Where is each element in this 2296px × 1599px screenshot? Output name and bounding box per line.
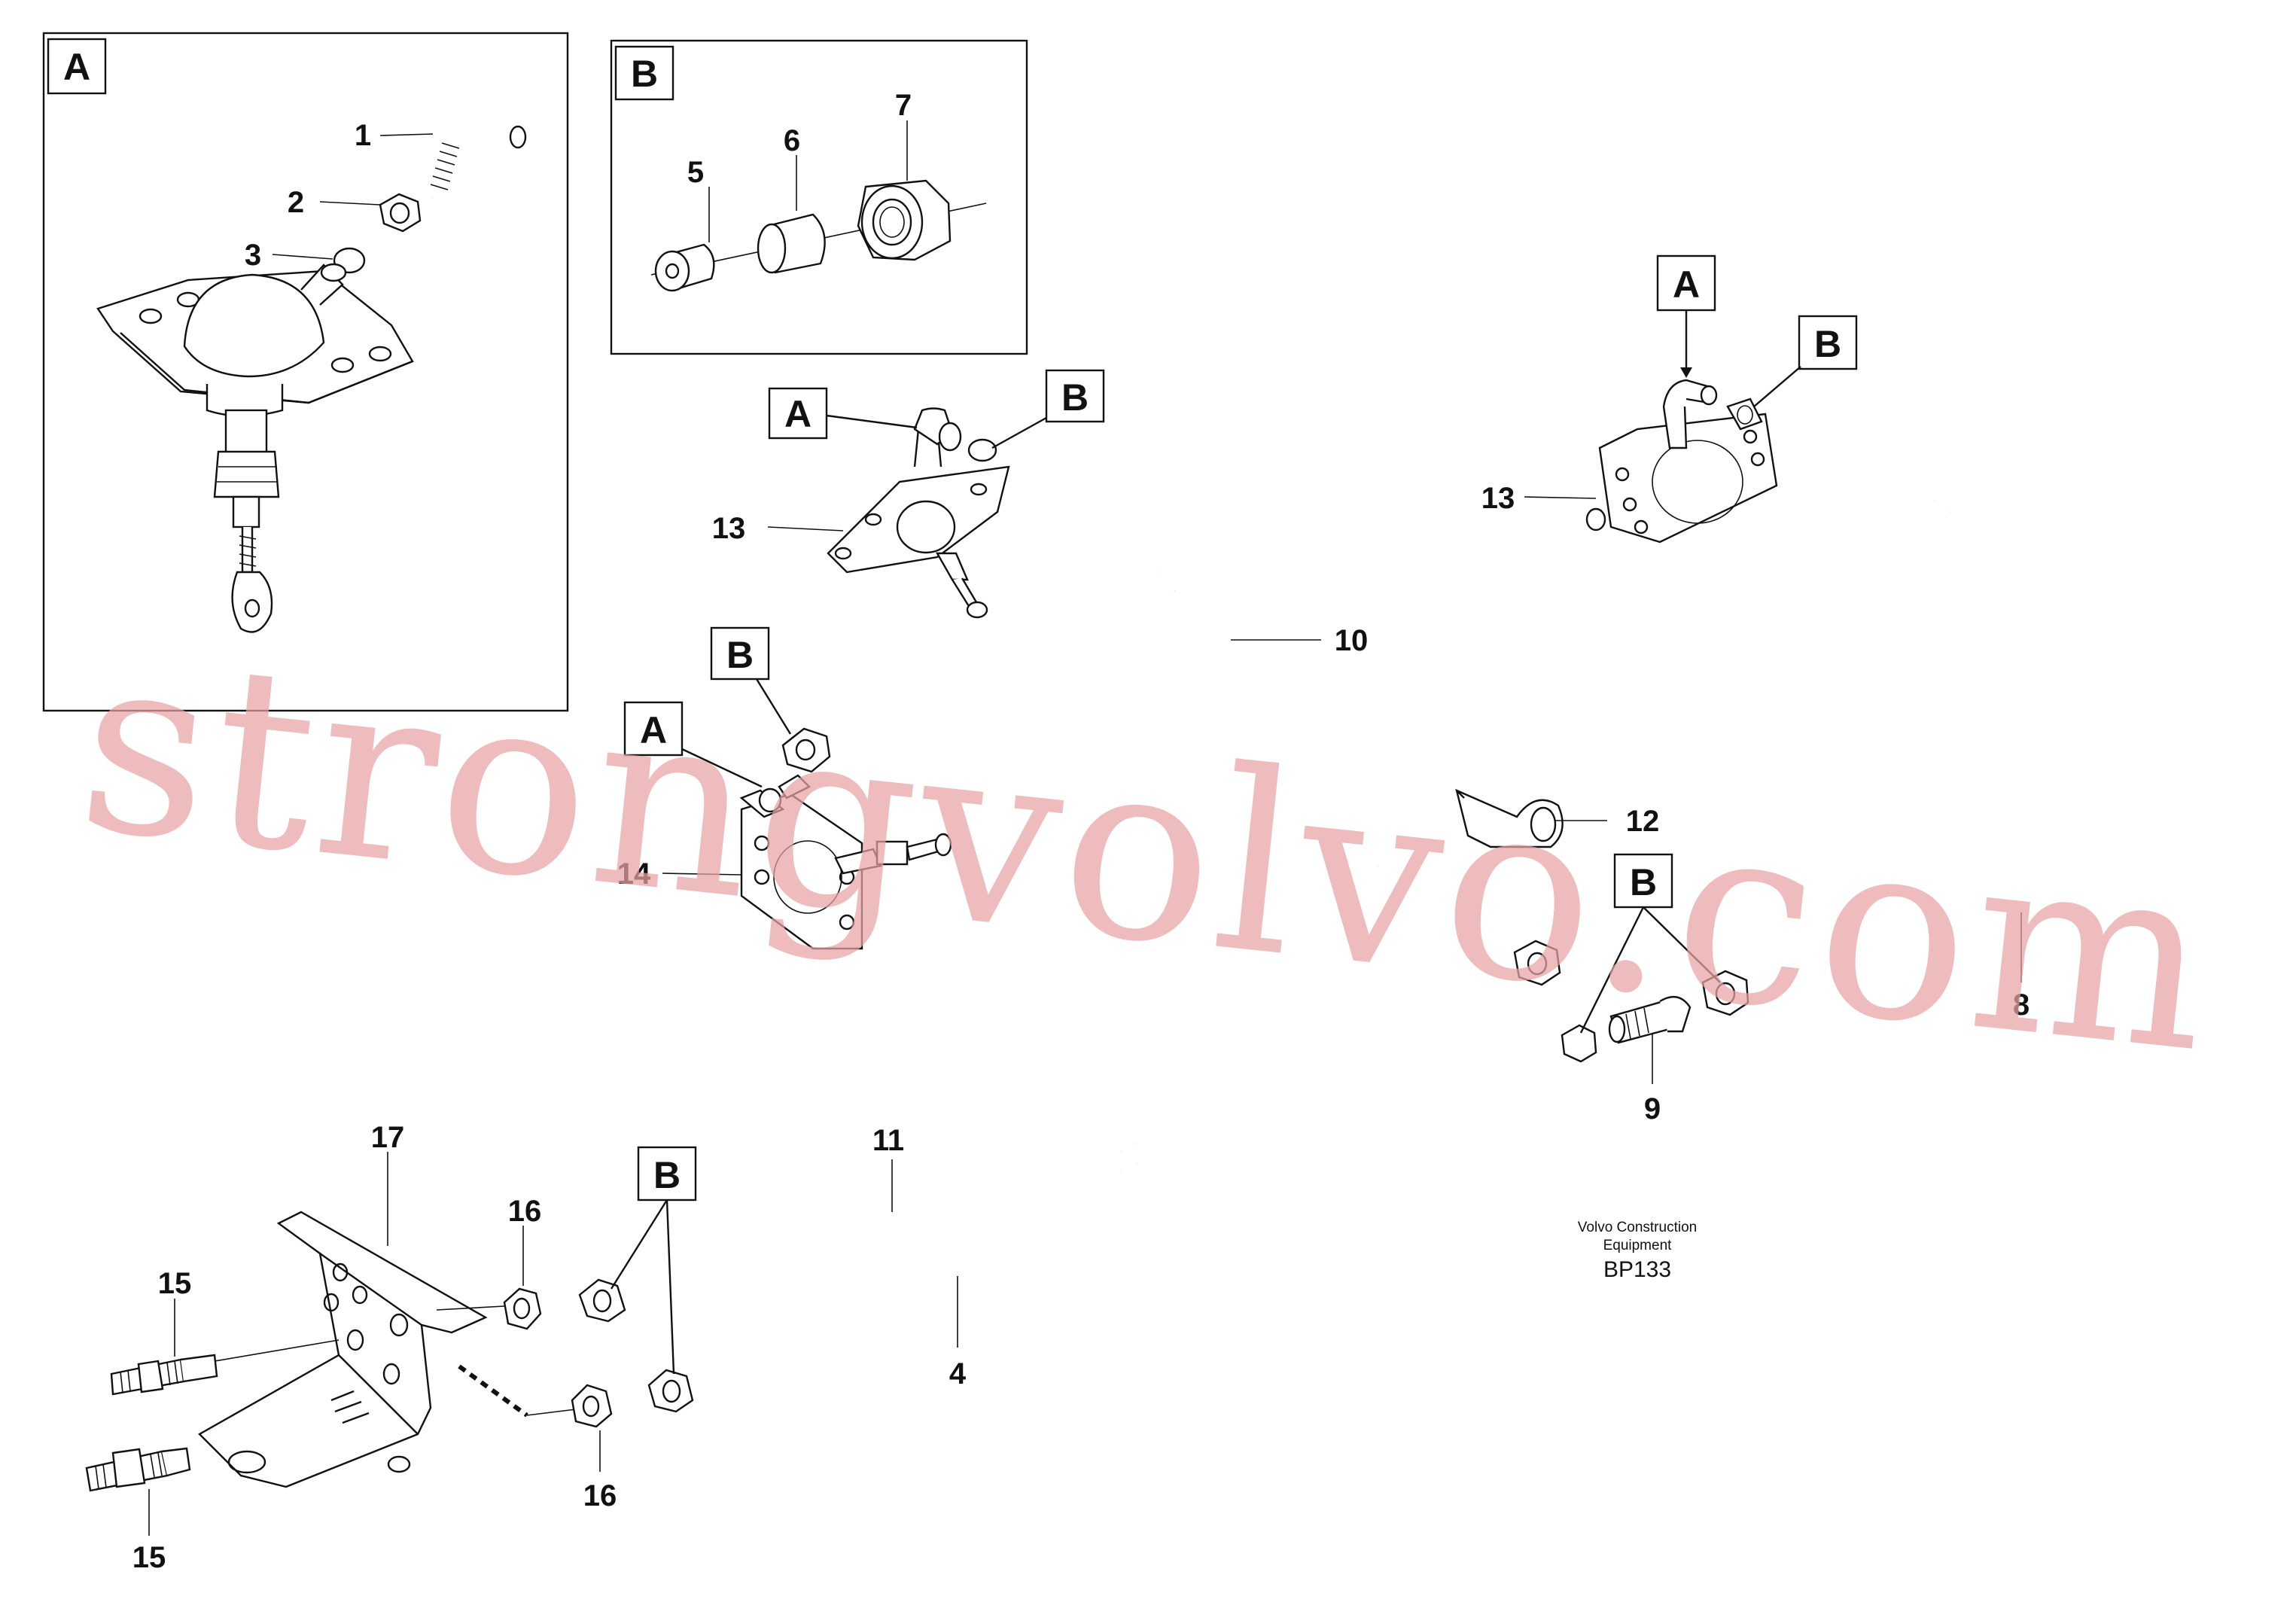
svg-text:B: B: [726, 634, 754, 676]
pressure-switch-right: [1585, 379, 1778, 544]
pipe-nut-lower-left-upper: [578, 1278, 626, 1323]
pipe-nut-middle: [781, 727, 831, 773]
credit-line-2: Equipment: [1603, 1238, 1673, 1253]
callout-4: 4: [949, 1357, 967, 1390]
callout-17: 17: [371, 1121, 405, 1154]
tag-b-lower-right: B: [1579, 853, 1721, 1034]
nut-lower-16: [526, 1384, 613, 1428]
pipe-nut-lower-left-lower: [647, 1369, 694, 1413]
callout-9: 9: [1644, 1092, 1661, 1125]
svg-text:B: B: [1630, 861, 1657, 903]
tag-b-upper-right: B: [1753, 315, 1858, 407]
callout-16-upper: 16: [508, 1195, 542, 1228]
callout-16-lower: 16: [583, 1479, 617, 1512]
detail-box-a: A: [42, 32, 569, 712]
detail-a-label: A: [63, 46, 90, 88]
mounting-bracket-part: [198, 1211, 528, 1488]
callout-12: 12: [1626, 805, 1660, 838]
nut-part: [379, 193, 422, 233]
callout-11: 11: [872, 1124, 904, 1157]
detail-b-label: B: [631, 53, 658, 95]
callout-2: 2: [288, 186, 304, 219]
callouts: 13 13 10 12 14 8 9 11 4 17 16 16 15 15: [132, 482, 2030, 1574]
hose-elbow-part: [425, 103, 527, 200]
tag-b-middle: B: [710, 626, 792, 735]
bolt-lower: [85, 1447, 191, 1492]
callout-7: 7: [895, 89, 912, 122]
callout-3: 3: [245, 239, 261, 272]
callout-13-center: 13: [712, 512, 746, 545]
elbow-fitting-part: [1608, 995, 1692, 1044]
detail-box-b: B 5 6 7: [610, 39, 1028, 355]
drawing-code: BP133: [1603, 1257, 1671, 1282]
callout-14: 14: [617, 857, 651, 891]
svg-text:A: A: [784, 393, 812, 435]
svg-text:A: A: [640, 709, 667, 751]
tag-b-upper-center: B: [991, 369, 1105, 449]
callout-15-lower: 15: [132, 1541, 166, 1574]
svg-text:B: B: [1814, 323, 1841, 365]
pipe-nut-lower-right: [1701, 970, 1749, 1016]
callout-15-upper: 15: [158, 1267, 192, 1300]
bolt-upper: [110, 1339, 340, 1396]
pressure-switch-part: [96, 263, 414, 633]
tag-a-middle: A: [623, 701, 763, 788]
pressure-switch-center: [827, 407, 1010, 619]
callout-1: 1: [355, 119, 371, 152]
watermark-text: strongvolvo.com: [69, 597, 2227, 1108]
callout-6: 6: [784, 124, 800, 157]
credit-block: Volvo Construction Equipment BP133: [1578, 1220, 1697, 1282]
svg-text:A: A: [1673, 263, 1700, 306]
pipe-nut-lower-center: [1513, 940, 1561, 986]
pipes: [616, 417, 2282, 1390]
svg-text:B: B: [1061, 376, 1089, 419]
sleeve-part: [654, 243, 715, 292]
svg-text:B: B: [653, 1154, 681, 1196]
o-ring-part: [333, 247, 366, 274]
nut-upper-16: [436, 1287, 542, 1330]
credit-line-1: Volvo Construction: [1578, 1220, 1697, 1235]
tag-b-lower-left: B: [610, 1146, 697, 1375]
ferrule-part: [757, 213, 826, 274]
callout-13-right: 13: [1481, 482, 1515, 515]
pipe-clip-part: [1455, 788, 1564, 848]
callout-10: 10: [1335, 624, 1369, 657]
tag-a-upper-center: A: [768, 387, 918, 440]
union-nut-part: [857, 179, 952, 261]
pipe-end-fitting: [1561, 1024, 1597, 1063]
pressure-switch-middle: [739, 774, 952, 950]
tag-a-upper-right: A: [1656, 254, 1716, 378]
callout-5: 5: [687, 156, 704, 189]
callout-8: 8: [2013, 988, 2030, 1022]
